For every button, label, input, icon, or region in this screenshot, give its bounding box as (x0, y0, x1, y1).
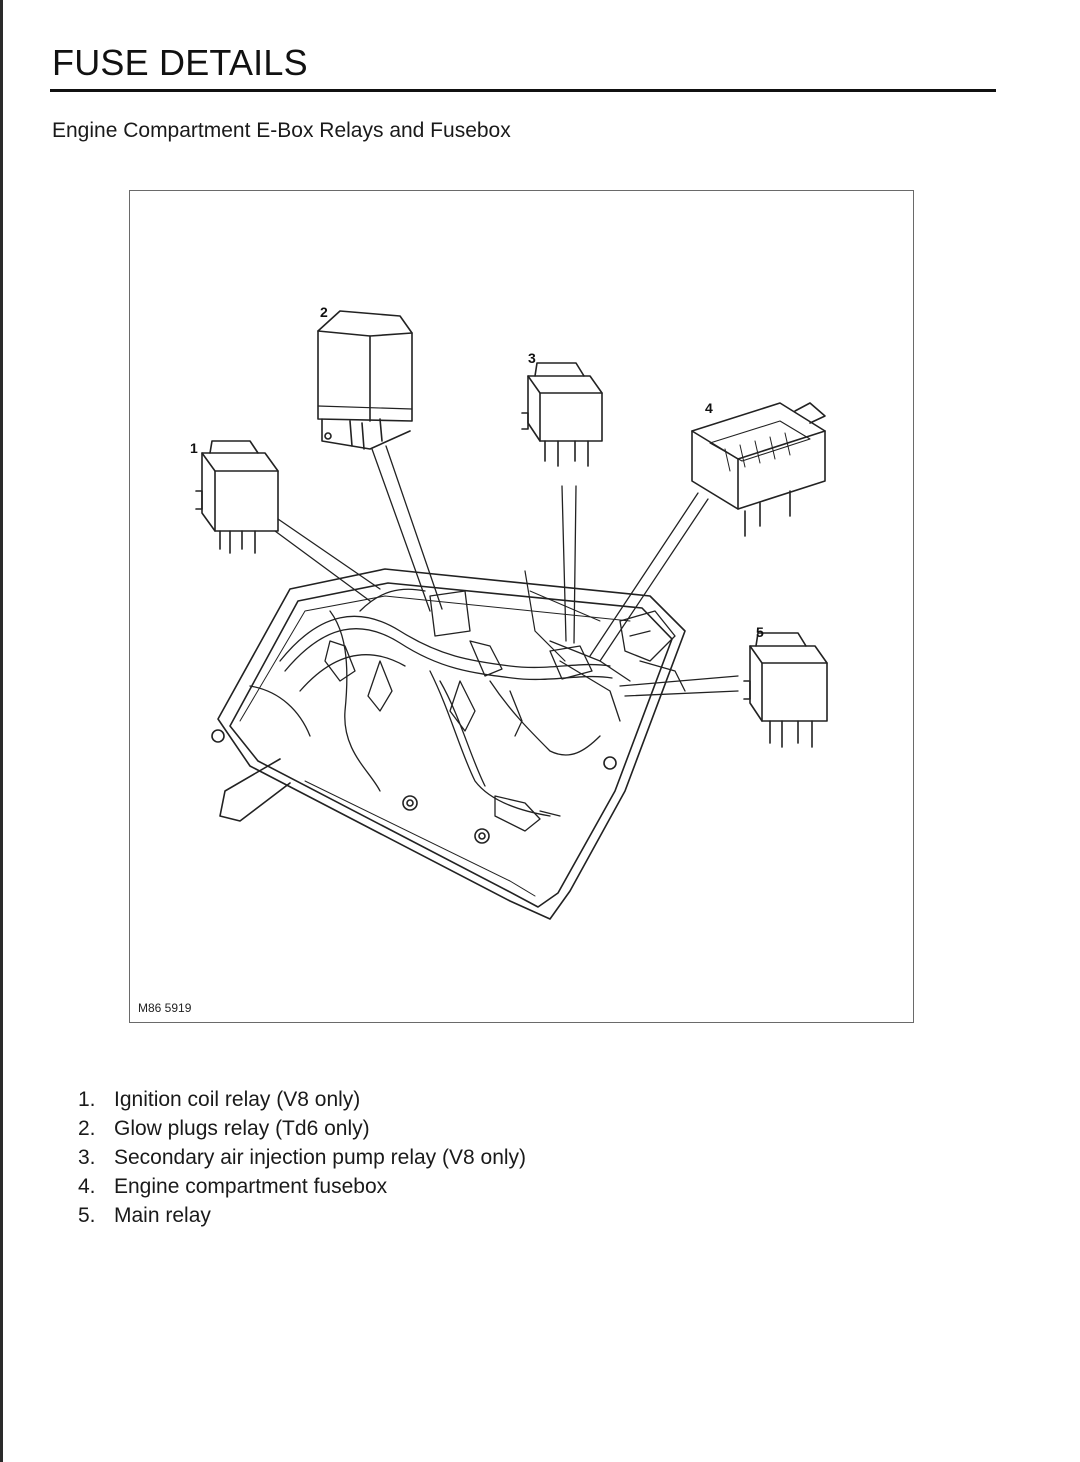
callout-2: 2 (320, 304, 328, 320)
page-left-border (0, 0, 3, 1462)
relay-5-main (743, 632, 828, 748)
page-subtitle: Engine Compartment E-Box Relays and Fuse… (52, 119, 511, 142)
callout-1: 1 (190, 440, 198, 456)
relay-1-ignition-coil (195, 440, 279, 554)
callout-4: 4 (705, 400, 713, 416)
figure-code: M86 5919 (138, 1001, 192, 1015)
relay-3-air-injection-pump (521, 362, 603, 467)
legend-item: 1. Ignition coil relay (V8 only) (78, 1085, 526, 1114)
wiring-harness (249, 588, 686, 832)
relay-2-glow-plugs (317, 310, 413, 450)
callout-3: 3 (528, 350, 536, 366)
legend-item: 3. Secondary air injection pump relay (V… (78, 1143, 526, 1172)
legend-item: 2. Glow plugs relay (Td6 only) (78, 1114, 526, 1143)
title-rule (50, 89, 996, 92)
ebox-diagram: 1 2 3 (190, 304, 828, 920)
callout-5: 5 (756, 624, 764, 640)
page-title: FUSE DETAILS (52, 42, 308, 83)
legend-item-text: Engine compartment fusebox (114, 1175, 388, 1198)
legend-item-number: 2. (78, 1117, 96, 1140)
legend-item-text: Ignition coil relay (V8 only) (114, 1088, 361, 1111)
legend-item-number: 4. (78, 1175, 96, 1198)
legend-item-number: 5. (78, 1204, 96, 1227)
legend-item-text: Secondary air injection pump relay (V8 o… (114, 1146, 527, 1169)
legend-item: 4. Engine compartment fusebox (78, 1172, 526, 1201)
ebox-tray (211, 568, 686, 920)
legend-item-number: 3. (78, 1146, 96, 1169)
legend-item-text: Main relay (114, 1204, 211, 1227)
legend-item: 5. Main relay (78, 1201, 526, 1230)
figure-frame: 1 2 3 (129, 190, 914, 1023)
legend-item-text: Glow plugs relay (Td6 only) (114, 1117, 370, 1140)
legend-item-number: 1. (78, 1088, 96, 1111)
fusebox-4-engine-compartment (691, 402, 826, 537)
legend-list: 1. Ignition coil relay (V8 only) 2. Glow… (78, 1085, 526, 1230)
